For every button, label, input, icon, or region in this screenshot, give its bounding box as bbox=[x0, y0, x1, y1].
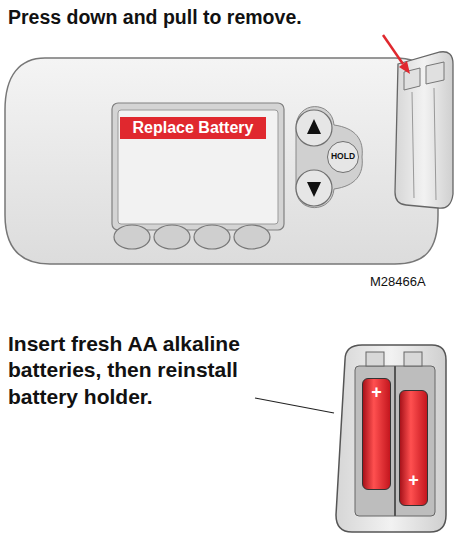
instruction-text: Press down and pull to remove. bbox=[8, 5, 448, 29]
soft-key bbox=[194, 225, 230, 249]
instruction-text: Insert fresh AA alkaline batteries, then… bbox=[8, 331, 308, 410]
node-text: Replace Battery bbox=[133, 119, 254, 137]
arrow-head bbox=[399, 61, 410, 74]
soft-key bbox=[114, 225, 150, 249]
holder-slot bbox=[434, 88, 436, 200]
soft-key bbox=[154, 225, 190, 249]
alert-band: Replace Battery bbox=[120, 117, 266, 139]
screen-frame bbox=[112, 103, 284, 230]
down-button bbox=[296, 170, 332, 206]
battery-clip bbox=[404, 352, 422, 366]
down-arrow-symbol bbox=[307, 182, 321, 197]
battery-holder bbox=[395, 52, 453, 208]
battery-clip bbox=[366, 352, 384, 366]
aa-battery: + bbox=[399, 390, 428, 506]
node-text: + bbox=[408, 471, 419, 491]
node-text: HOLD bbox=[331, 152, 355, 161]
up-arrow-symbol bbox=[307, 119, 321, 134]
thermostat-body bbox=[5, 58, 438, 264]
figure-code: M28466A bbox=[370, 274, 460, 290]
holder-latch bbox=[426, 62, 444, 84]
node-text: + bbox=[371, 383, 382, 403]
aa-battery: + bbox=[362, 378, 391, 490]
pointer-arrow bbox=[383, 35, 403, 64]
battery-well bbox=[355, 366, 435, 516]
up-button bbox=[296, 110, 332, 146]
battery-holder bbox=[336, 345, 446, 532]
soft-key bbox=[234, 225, 270, 249]
lcd-display bbox=[118, 110, 278, 224]
leader-line bbox=[255, 398, 334, 413]
button-cluster bbox=[296, 107, 362, 208]
battery-divider bbox=[394, 366, 396, 516]
hold-button: HOLD bbox=[327, 141, 359, 173]
holder-slot bbox=[412, 92, 414, 198]
